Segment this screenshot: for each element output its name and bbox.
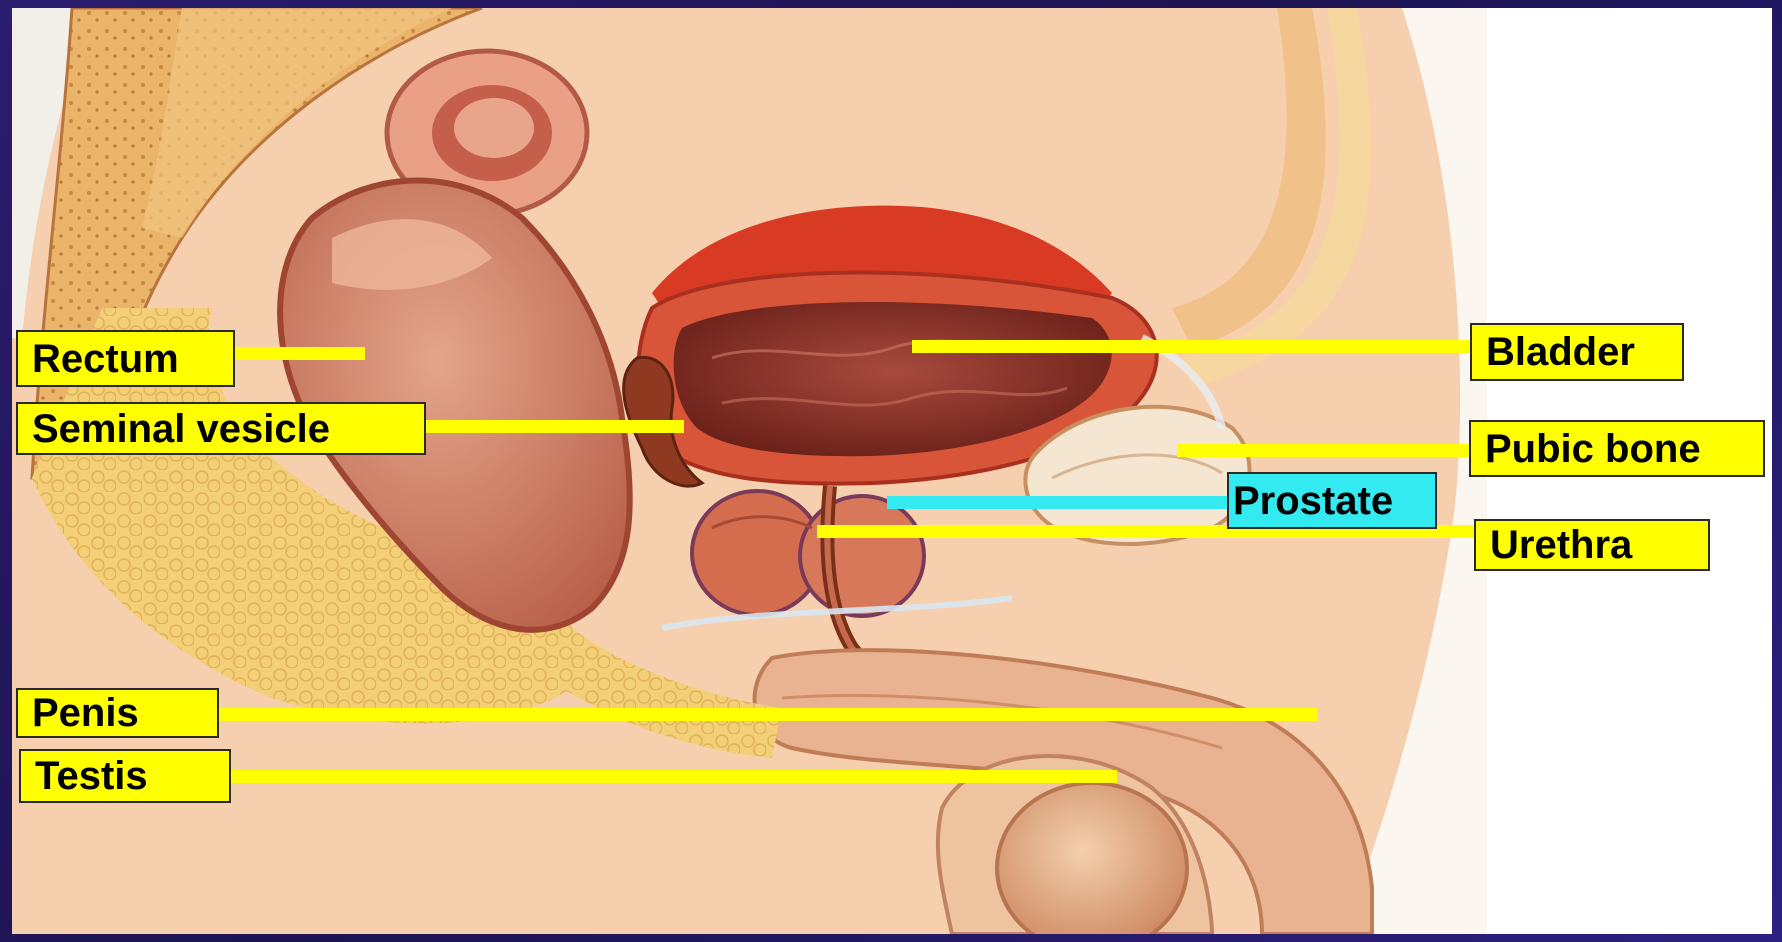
pelvis-sagittal-illustration	[12, 8, 1487, 934]
prostate-leader-line	[887, 496, 1232, 509]
seminal-vesicle-leader-line	[390, 420, 684, 433]
seminal-vesicle-label: Seminal vesicle	[16, 402, 426, 455]
rectum-leader-line	[217, 347, 365, 360]
bladder-label: Bladder	[1470, 323, 1684, 381]
pubic-bone-leader-line	[1177, 444, 1474, 457]
bladder-leader-line	[912, 340, 1472, 353]
testis-leader-line	[215, 770, 1117, 783]
prostate-label: Prostate	[1227, 472, 1437, 529]
penis-label: Penis	[16, 688, 219, 738]
slide-canvas: Rectum Seminal vesicle Bladder Pubic bon…	[12, 8, 1772, 934]
penis-leader-line	[207, 708, 1317, 721]
rectum-label: Rectum	[16, 330, 235, 387]
testis-label: Testis	[19, 749, 231, 803]
urethra-label: Urethra	[1474, 519, 1710, 571]
pubic-bone-label: Pubic bone	[1469, 420, 1765, 477]
